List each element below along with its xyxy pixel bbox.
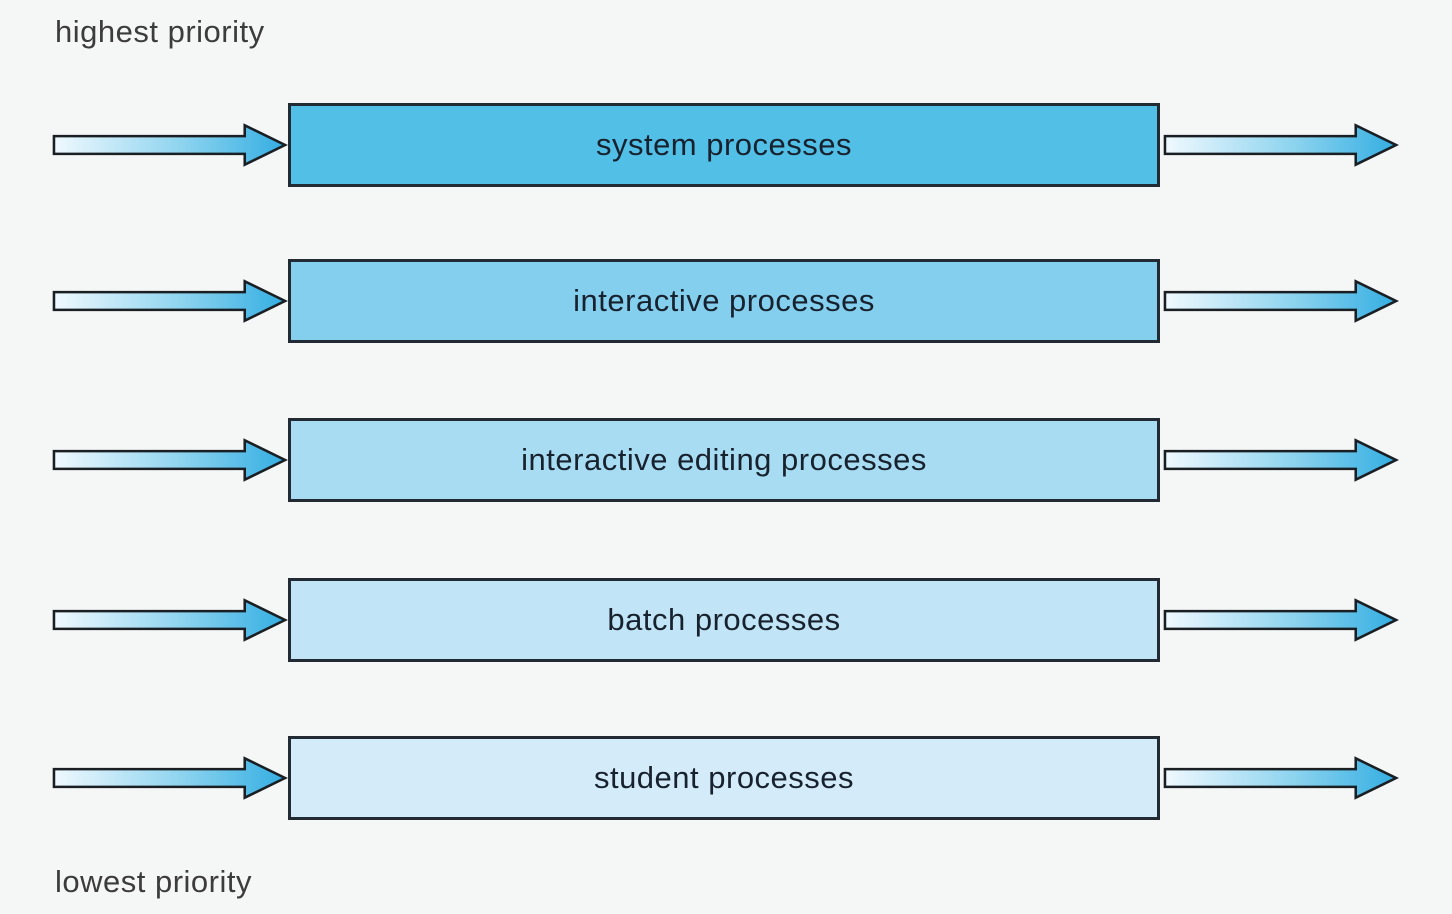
outbound-arrow-icon (1163, 598, 1399, 642)
queue-box: batch processes (288, 578, 1160, 662)
queue-row-interactive: interactive processes (0, 259, 1452, 343)
queue-row-interactive-editing: interactive editing processes (0, 418, 1452, 502)
queue-label: interactive processes (573, 283, 875, 318)
queue-box: system processes (288, 103, 1160, 187)
queue-box: interactive editing processes (288, 418, 1160, 502)
queue-box: student processes (288, 736, 1160, 820)
lowest-priority-label: lowest priority (55, 864, 252, 899)
highest-priority-label: highest priority (55, 14, 265, 49)
inbound-arrow-icon (52, 279, 288, 323)
queue-label: system processes (595, 127, 853, 162)
queue-label: interactive editing processes (521, 442, 927, 477)
outbound-arrow-icon (1163, 279, 1399, 323)
queue-row-batch: batch processes (0, 578, 1452, 662)
inbound-arrow-icon (52, 756, 288, 800)
inbound-arrow-icon (52, 123, 288, 167)
queue-row-student: student processes (0, 736, 1452, 820)
queue-box: interactive processes (288, 259, 1160, 343)
queue-row-system: system processes (0, 103, 1452, 187)
outbound-arrow-icon (1163, 123, 1399, 167)
inbound-arrow-icon (52, 598, 288, 642)
queue-label: batch processes (607, 602, 841, 637)
outbound-arrow-icon (1163, 438, 1399, 482)
queue-label: student processes (593, 760, 855, 795)
inbound-arrow-icon (52, 438, 288, 482)
outbound-arrow-icon (1163, 756, 1399, 800)
